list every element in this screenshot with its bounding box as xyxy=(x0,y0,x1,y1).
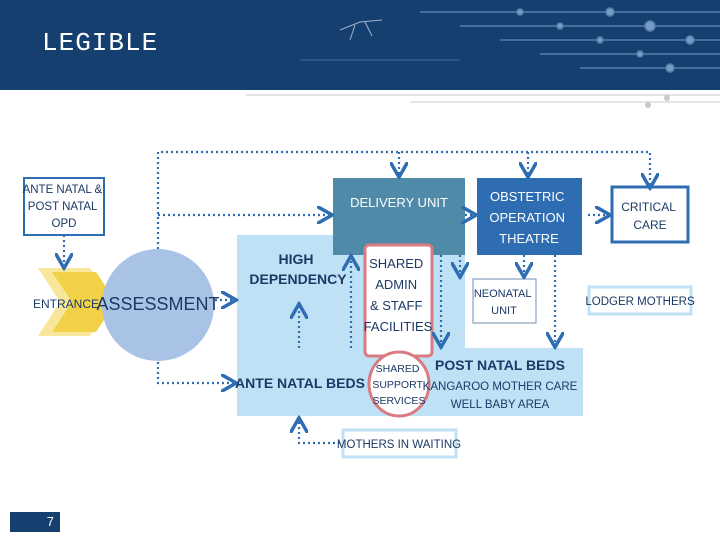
assessment-to-antenatal-arrow xyxy=(156,362,234,383)
slide-title: LEGIBLE xyxy=(42,28,159,58)
shared-support-label: SHARED SUPPORT SERVICES xyxy=(372,363,425,407)
mothers-waiting-box xyxy=(341,428,458,459)
mothers-waiting-label: MOTHERS IN WAITING xyxy=(337,439,461,451)
shared-support-circle xyxy=(367,350,431,418)
lodger-mothers-label: LODGER MOTHERS xyxy=(585,296,695,308)
top-loop-line xyxy=(156,150,650,249)
critical-care-box xyxy=(610,185,690,244)
slide-header: LEGIBLE xyxy=(0,0,720,90)
entrance-chevron-front xyxy=(52,272,116,332)
assessment-circle xyxy=(102,249,214,361)
obstetric-theatre-box xyxy=(477,178,582,255)
circuit-decoration xyxy=(300,7,720,73)
delivery-unit-label: DELIVERY UNIT xyxy=(350,195,448,210)
post-natal-beds-label: POST NATAL BEDS xyxy=(435,357,565,373)
entrance-label: ENTRANCE xyxy=(33,297,99,311)
well-baby-label: WELL BABY AREA xyxy=(451,399,550,411)
opd-label: ANTE NATAL & POST NATAL OPD xyxy=(23,184,106,230)
assessment-label: ASSESSMENT xyxy=(96,294,219,314)
neonatal-unit-box xyxy=(472,278,537,324)
theatre-label: OBSTETRIC OPERATION THEATRE xyxy=(489,189,568,246)
header-underline-decoration xyxy=(246,94,720,108)
page-number: 7 xyxy=(10,512,60,532)
delivery-unit-box xyxy=(333,178,465,255)
lodger-mothers-box xyxy=(587,285,693,316)
kangaroo-care-label: KANGAROO MOTHER CARE xyxy=(423,381,578,393)
critical-care-label: CRITICAL CARE xyxy=(621,200,679,232)
waiting-to-antenatal-arrow xyxy=(299,420,340,445)
high-dependency-label: HIGH DEPENDENCY xyxy=(249,251,347,287)
neonatal-unit-label: NEONATAL UNIT xyxy=(474,288,534,317)
ante-natal-beds-label: ANTE NATAL BEDS xyxy=(235,375,365,391)
shared-admin-label: SHARED ADMIN & STAFF FACILITIES xyxy=(364,256,433,334)
